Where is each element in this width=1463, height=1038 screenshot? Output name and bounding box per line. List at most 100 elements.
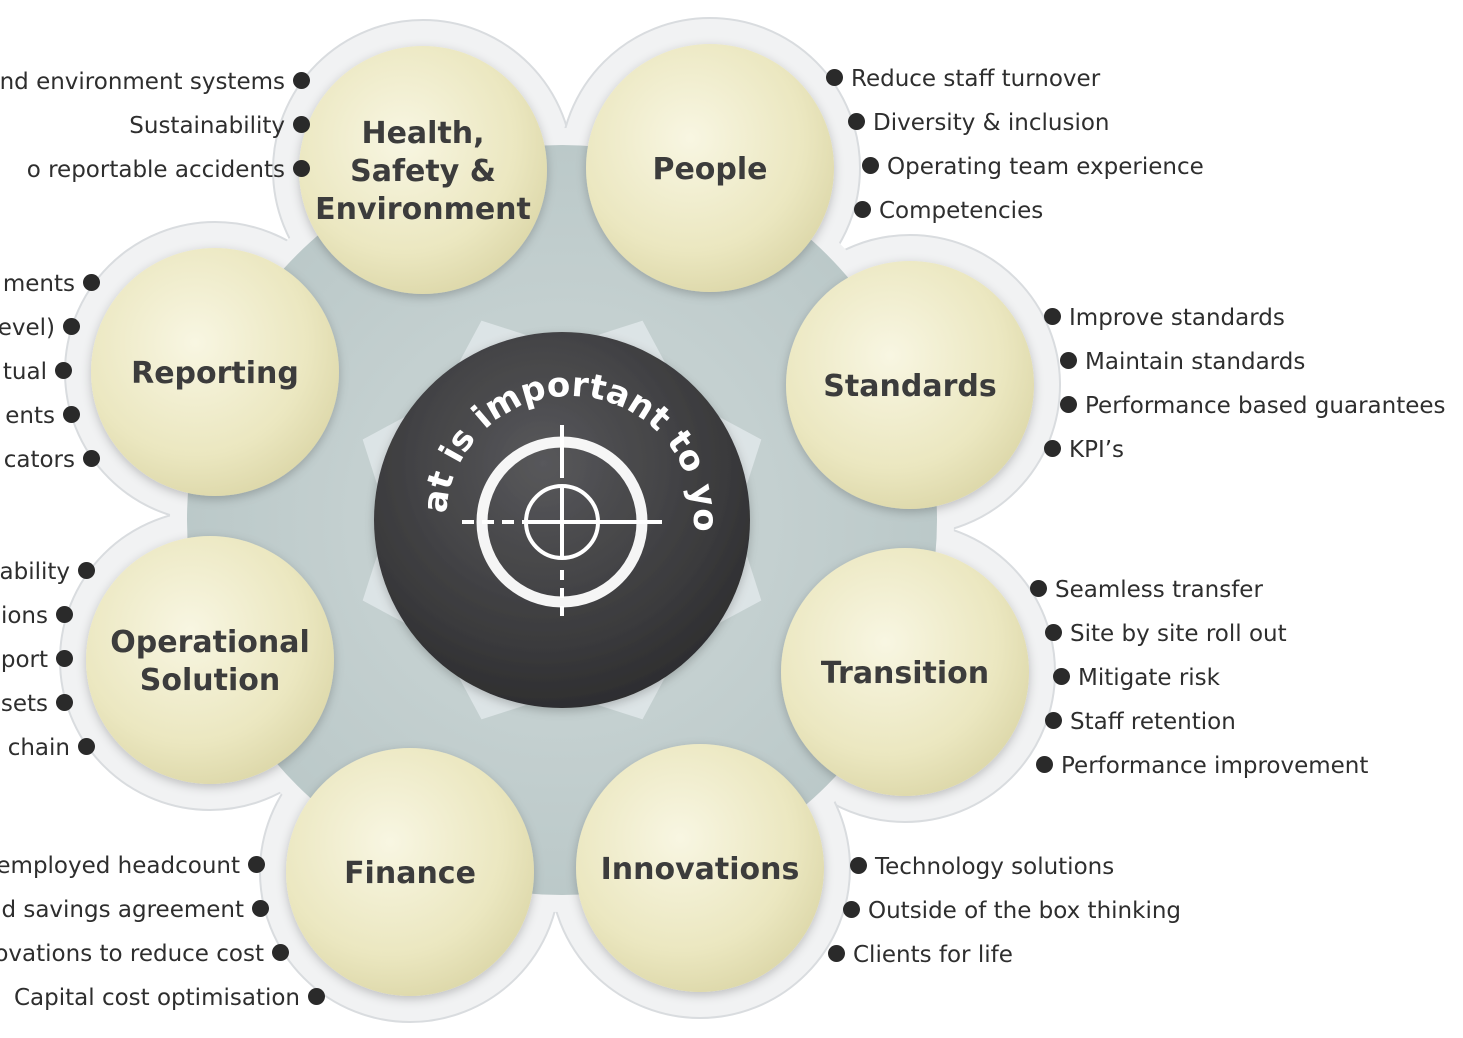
- bullet-dot-icon: [83, 450, 100, 467]
- bullet-item-transition: Seamless transfer: [1030, 575, 1263, 605]
- bullet-dot-icon: [1030, 580, 1047, 597]
- bullet-dot-icon: [854, 201, 871, 218]
- bullet-dot-icon: [843, 901, 860, 918]
- bullet-dot-icon: [272, 944, 289, 961]
- bullet-item-transition: Mitigate risk: [1053, 663, 1220, 693]
- bullet-item-people: Reduce staff turnover: [826, 64, 1100, 94]
- node-title-line: Innovations: [600, 852, 800, 887]
- bullet-item-operational: port: [1, 645, 73, 675]
- bullet-item-reporting: evel): [0, 313, 80, 343]
- bullet-dot-icon: [308, 988, 325, 1005]
- bullet-item-finance: Capital cost optimisation: [14, 983, 325, 1013]
- bullet-dot-icon: [850, 857, 867, 874]
- bullet-label: cators: [3, 447, 75, 473]
- bullet-label: ents: [5, 403, 55, 429]
- bullet-item-innovations: Outside of the box thinking: [843, 896, 1181, 926]
- bullet-label: port: [0, 647, 48, 673]
- bullet-dot-icon: [1044, 308, 1061, 325]
- node-title-line: Finance: [344, 856, 476, 891]
- bullet-item-standards: KPI’s: [1044, 435, 1124, 465]
- bullet-dot-icon: [1053, 668, 1070, 685]
- bullet-label: ions: [0, 603, 48, 629]
- bullet-label: Clients for life: [853, 942, 1013, 968]
- bullet-dot-icon: [56, 606, 73, 623]
- bullet-item-operational: sets: [1, 689, 73, 719]
- bullet-item-reporting: ments: [3, 269, 100, 299]
- node-circle-transition: [781, 548, 1029, 796]
- bullet-label: Performance improvement: [1061, 753, 1369, 779]
- node-title-line: Safety &: [350, 154, 496, 189]
- bullet-dot-icon: [293, 72, 310, 89]
- node-title-line: Solution: [139, 663, 281, 698]
- bullet-label: employed headcount: [0, 853, 240, 879]
- bullet-dot-icon: [78, 738, 95, 755]
- node-title-people: People: [652, 151, 767, 189]
- bullet-item-reporting: tual: [3, 357, 72, 387]
- bullet-label: Reduce staff turnover: [851, 66, 1101, 92]
- bullet-dot-icon: [826, 69, 843, 86]
- bullet-label: Outside of the box thinking: [868, 898, 1182, 924]
- bullet-item-standards: Maintain standards: [1060, 347, 1305, 377]
- bullet-dot-icon: [1060, 396, 1077, 413]
- bullet-item-innovations: Technology solutions: [850, 852, 1114, 882]
- bullet-dot-icon: [55, 362, 72, 379]
- bullet-item-people: Competencies: [854, 196, 1043, 226]
- bullet-item-operational: ability: [0, 557, 95, 587]
- bullet-item-transition: Staff retention: [1045, 707, 1236, 737]
- bullet-item-transition: Site by site roll out: [1045, 619, 1287, 649]
- bullet-label: Improve standards: [1069, 305, 1285, 331]
- bullet-item-reporting: ents: [5, 401, 80, 431]
- node-title-finance: Finance: [344, 855, 476, 893]
- bullet-item-operational: ions: [1, 601, 73, 631]
- node-circle-people: [586, 44, 834, 292]
- bullet-label: Mitigate risk: [1078, 665, 1220, 691]
- bullet-dot-icon: [78, 562, 95, 579]
- bullet-label: tual: [2, 359, 47, 385]
- node-title-line: Health,: [361, 116, 485, 151]
- bullet-label: Technology solutions: [875, 854, 1115, 880]
- bullet-label: chain: [7, 735, 70, 761]
- bullet-item-hse: Sustainability: [129, 111, 310, 141]
- bullet-label: Performance based guarantees: [1085, 393, 1446, 419]
- bullet-dot-icon: [63, 406, 80, 423]
- bullet-label: d savings agreement: [1, 897, 244, 923]
- bullet-item-hse: nd environment systems: [0, 67, 310, 97]
- bullet-dot-icon: [1045, 712, 1062, 729]
- node-title-standards: Standards: [823, 368, 996, 406]
- bullet-item-standards: Performance based guarantees: [1060, 391, 1446, 421]
- node-title-line: Transition: [820, 656, 990, 691]
- bullet-label: Staff retention: [1070, 709, 1236, 735]
- bullet-label: Diversity & inclusion: [873, 110, 1110, 136]
- bullet-dot-icon: [56, 650, 73, 667]
- node-title-line: Operational: [110, 625, 310, 660]
- crosshair-target-icon: [462, 425, 662, 622]
- bullet-item-finance: d savings agreement: [1, 895, 269, 925]
- bullet-dot-icon: [1045, 624, 1062, 641]
- node-title-reporting: Reporting: [131, 355, 299, 393]
- bullet-label: ability: [0, 559, 70, 585]
- bullet-label: evel): [0, 315, 55, 341]
- bullet-label: Operating team experience: [887, 154, 1204, 180]
- bullet-label: nd environment systems: [0, 69, 285, 95]
- bullet-item-reporting: cators: [4, 445, 100, 475]
- bullet-dot-icon: [63, 318, 80, 335]
- bullet-label: Competencies: [879, 198, 1044, 224]
- bullet-item-innovations: Clients for life: [828, 940, 1013, 970]
- bullet-dot-icon: [293, 160, 310, 177]
- bullet-label: Site by site roll out: [1070, 621, 1287, 647]
- bullet-dot-icon: [83, 274, 100, 291]
- bullet-label: Capital cost optimisation: [14, 985, 300, 1011]
- bullet-label: ments: [2, 271, 75, 297]
- node-circle-standards: [786, 261, 1034, 509]
- node-circle-finance: [286, 748, 534, 996]
- bullet-label: Sustainability: [129, 113, 285, 139]
- bullet-item-hse: o reportable accidents: [27, 155, 310, 185]
- bullet-dot-icon: [828, 945, 845, 962]
- bullet-dot-icon: [248, 856, 265, 873]
- bullet-dot-icon: [1060, 352, 1077, 369]
- node-circle-hse: [299, 46, 547, 294]
- node-circle-operational: [86, 536, 334, 784]
